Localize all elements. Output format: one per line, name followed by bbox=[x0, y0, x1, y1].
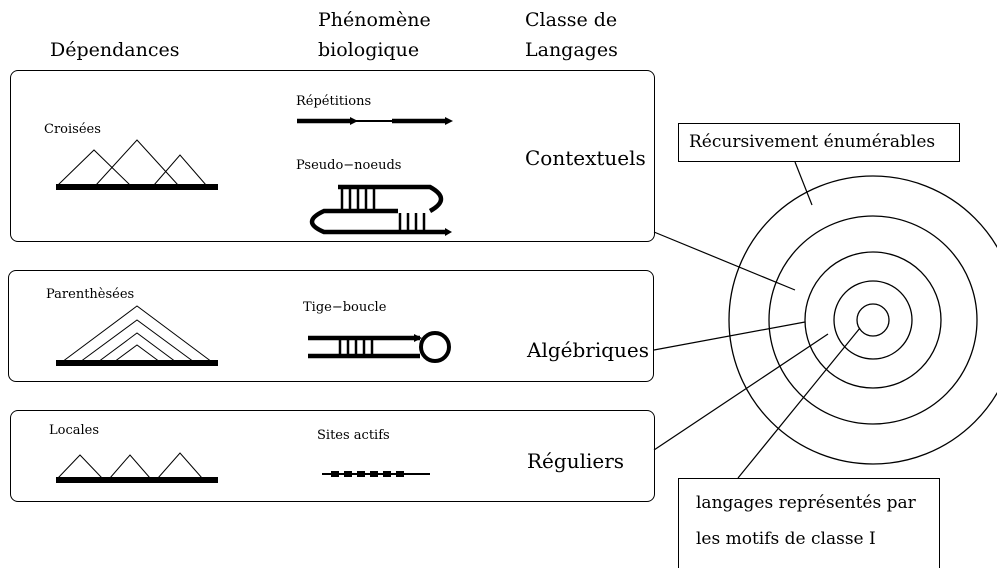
callout-motifs: langages représentés par les motifs de c… bbox=[678, 478, 940, 568]
label-parenthesees: Parenthèsées bbox=[46, 287, 135, 302]
box-reguliers bbox=[10, 410, 655, 502]
leader-lines bbox=[653, 161, 861, 479]
header-classe-line2: Langages bbox=[525, 39, 618, 61]
callout-motifs-line1: langages représentés par bbox=[696, 493, 916, 513]
box-contextuels bbox=[10, 70, 655, 242]
header-dependances: Dépendances bbox=[50, 39, 180, 61]
label-sites-actifs: Sites actifs bbox=[317, 428, 390, 443]
label-croisees: Croisées bbox=[44, 122, 101, 137]
callout-recursivement-text: Récursivement énumérables bbox=[689, 132, 936, 152]
callout-motifs-line2: les motifs de classe I bbox=[696, 529, 876, 549]
pseudo-noeuds-graphic bbox=[309, 184, 452, 236]
label-tige-boucle: Tige−boucle bbox=[303, 300, 387, 315]
sites-actifs-graphic bbox=[322, 471, 430, 477]
label-locales: Locales bbox=[49, 423, 100, 438]
leader-algebriques bbox=[653, 321, 806, 351]
class-algebriques: Algébriques bbox=[527, 338, 650, 362]
box-algebriques bbox=[8, 270, 654, 382]
leader-recursivement bbox=[794, 161, 813, 206]
leader-reguliers bbox=[653, 333, 829, 451]
class-contextuels: Contextuels bbox=[525, 146, 646, 170]
parenthesees-graphic bbox=[56, 305, 218, 366]
header-classe-line1: Classe de bbox=[525, 9, 618, 31]
concentric-circles bbox=[728, 175, 997, 465]
class-reguliers: Réguliers bbox=[527, 449, 625, 473]
leader-motifs bbox=[737, 327, 861, 479]
circle-reguliers bbox=[833, 280, 913, 360]
leader-contextuels bbox=[653, 231, 796, 291]
circle-recursivement-enumerables bbox=[728, 175, 997, 465]
label-repetitions: Répétitions bbox=[296, 94, 372, 109]
croisees-graphic bbox=[56, 139, 218, 190]
callout-recursivement: Récursivement énumérables bbox=[678, 123, 960, 162]
header-phenomene-line2: biologique bbox=[318, 39, 420, 61]
header-phenomene-line1: Phénomène bbox=[318, 9, 431, 31]
circle-algebriques bbox=[804, 251, 942, 389]
locales-graphic bbox=[56, 452, 218, 483]
tige-boucle-graphic bbox=[308, 331, 451, 363]
circle-contextuels bbox=[768, 215, 978, 425]
repetitions-graphic bbox=[297, 117, 453, 125]
label-pseudo-noeuds: Pseudo−noeuds bbox=[296, 158, 402, 173]
circle-motifs-classe-i bbox=[856, 303, 890, 337]
